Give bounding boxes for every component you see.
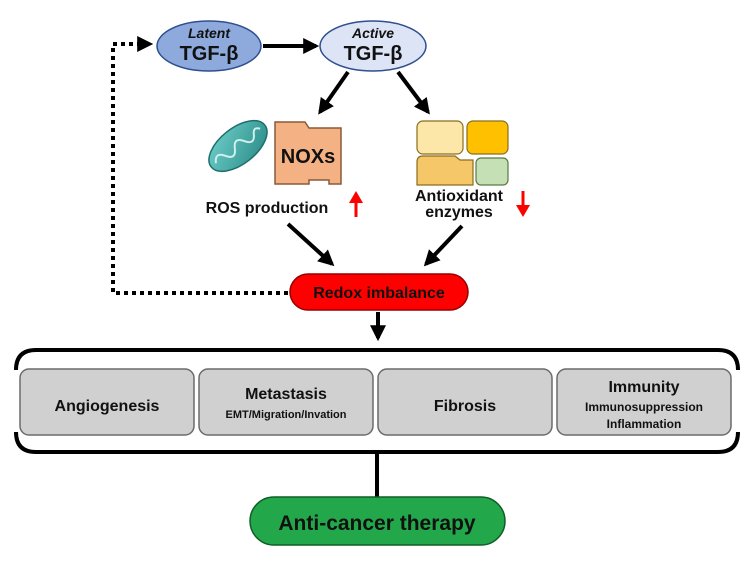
outcome-immunity: Immunity Immunosuppression Inflammation xyxy=(556,368,732,436)
feedback-loop-line xyxy=(111,36,288,295)
outcome-fibrosis: Fibrosis xyxy=(377,368,553,436)
antioxidant-label-line1: Antioxidant xyxy=(415,188,504,205)
active-tgf-label: TGF-β xyxy=(344,43,403,65)
active-tgf-node: Active TGF-β xyxy=(319,20,427,72)
immunity-sub2: Inflammation xyxy=(607,417,682,431)
redox-label: Redox imbalance xyxy=(313,285,445,302)
latent-qualifier: Latent xyxy=(188,25,231,41)
mitochondrion-icon xyxy=(208,119,268,173)
antioxidant-enzymes-icon xyxy=(416,120,509,186)
down-arrow-icon xyxy=(516,191,530,217)
outcome-metastasis: Metastasis EMT/Migration/Invation xyxy=(198,368,374,436)
antioxidant-label-line2: enzymes xyxy=(425,204,493,221)
active-to-nox-arrow xyxy=(318,70,350,115)
immunity-sub1: Immunosuppression xyxy=(585,400,703,414)
anti-cancer-therapy-node: Anti-cancer therapy xyxy=(249,496,506,546)
latent-tgf-label: TGF-β xyxy=(180,43,239,65)
ros-production-label: ROS production xyxy=(206,200,329,217)
active-to-antioxidant-arrow xyxy=(396,70,430,115)
active-qualifier: Active xyxy=(351,25,394,41)
ros-to-redox-arrow xyxy=(286,222,335,267)
latent-tgf-node: Latent TGF-β xyxy=(156,20,262,72)
antioxidant-to-redox-arrow xyxy=(423,224,464,267)
metastasis-label: Metastasis xyxy=(245,386,327,403)
redox-imbalance-node: Redox imbalance xyxy=(289,273,469,311)
nox-label: NOXs xyxy=(281,146,335,168)
outcome-angiogenesis: Angiogenesis xyxy=(19,368,195,436)
immunity-label: Immunity xyxy=(608,379,679,396)
up-arrow-icon xyxy=(349,191,363,217)
nox-complex-icon: NOXs xyxy=(274,121,342,185)
fibrosis-label: Fibrosis xyxy=(434,398,496,415)
angiogenesis-label: Angiogenesis xyxy=(55,398,160,415)
therapy-label: Anti-cancer therapy xyxy=(278,512,476,535)
metastasis-sub: EMT/Migration/Invation xyxy=(226,409,347,421)
